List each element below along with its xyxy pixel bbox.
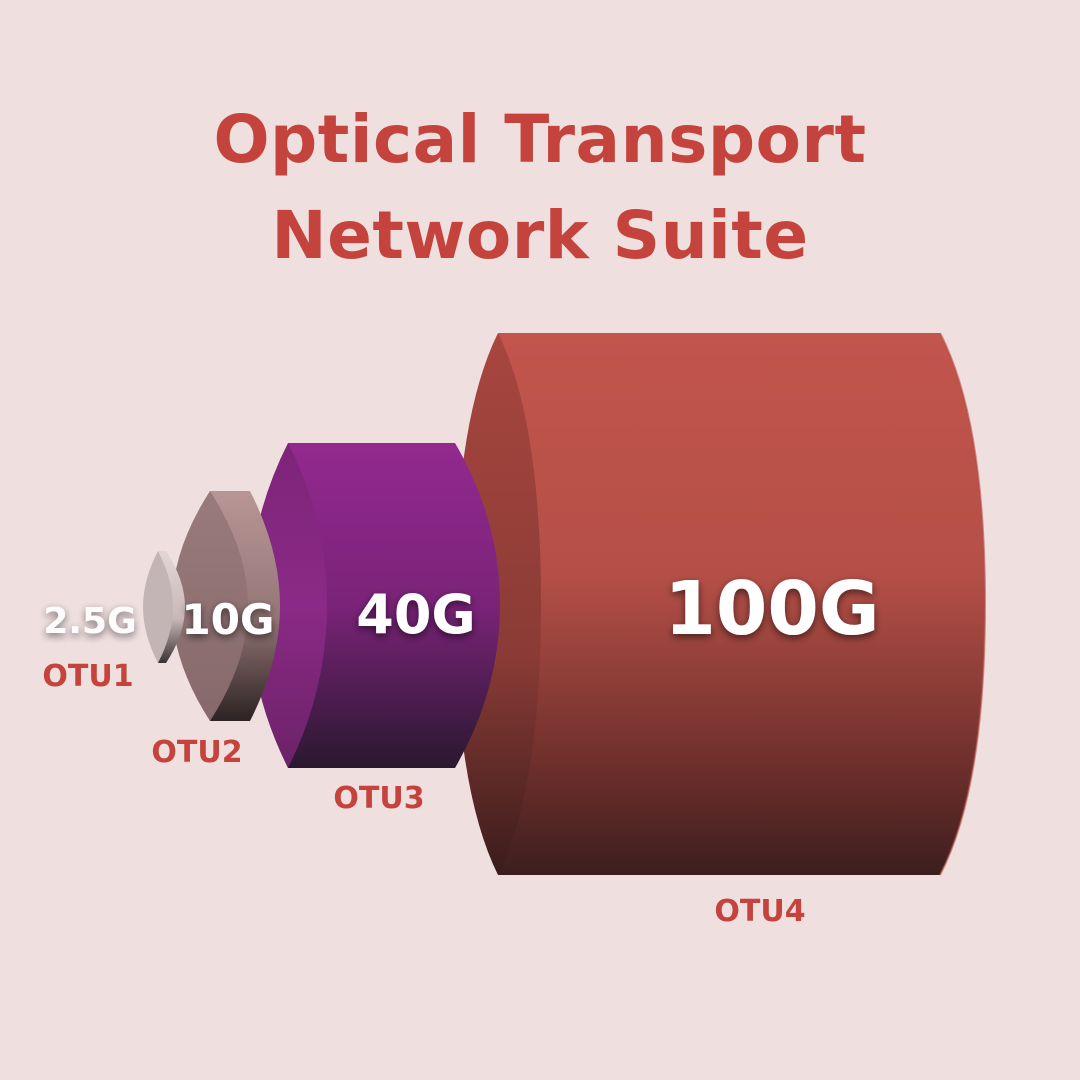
otu1-name-label: OTU1 [42,659,133,694]
otu3-capacity-label: 40G [356,583,475,646]
otu2-name-label: OTU2 [151,735,242,770]
otu2-capacity-label: 10G [182,595,275,644]
otu2-cylinder [172,491,280,721]
otu4-name-label: OTU4 [714,894,805,929]
otu3-name-label: OTU3 [333,781,424,816]
otu4-capacity-label: 100G [664,566,879,652]
otu3-cylinder [249,443,500,768]
title-line-1: Optical Transport [213,101,867,178]
title-line-2: Network Suite [271,197,809,274]
otu1-capacity-label: 2.5G [43,601,136,642]
page-title: Optical Transport Network Suite [0,92,1080,284]
otu1-cylinder [143,551,185,663]
